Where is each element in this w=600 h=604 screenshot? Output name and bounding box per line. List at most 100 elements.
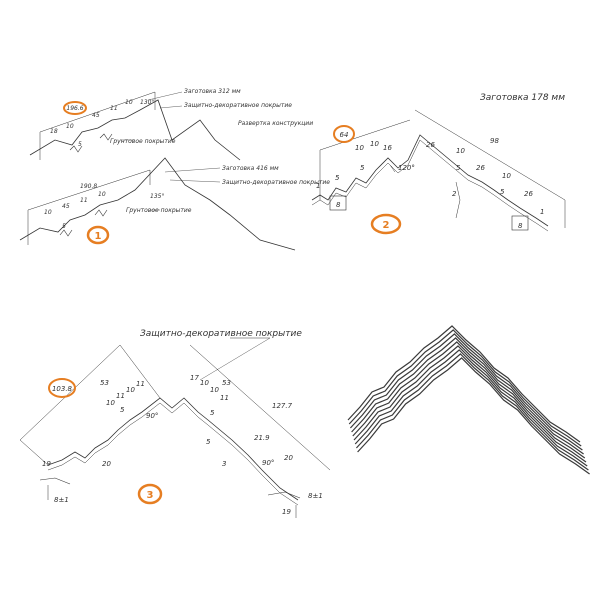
panel3-dim-17: 21.9 — [254, 434, 270, 442]
panel1-bottom-dim-1: 10 — [44, 209, 52, 216]
panel3-dim-1: 10 — [106, 399, 115, 407]
panel3-dim-8: 20 — [102, 460, 111, 468]
panel1-circled-dim-marker — [63, 101, 87, 115]
panel3-dim-3: 10 — [126, 386, 135, 394]
panel3-dim-10: 17 — [190, 374, 199, 382]
panel3-dim-5: 5 — [120, 406, 125, 414]
panel3-circled-dim-marker — [48, 378, 76, 398]
panel3-dim-21: 19 — [282, 508, 291, 516]
panel1-bottom-dim-line — [27, 169, 151, 211]
panel-4-stacked-profiles — [347, 325, 590, 475]
panel3-dim-11: 10 — [200, 379, 209, 387]
panel3-dim-16: 127.7 — [272, 402, 293, 410]
panel2-dim-3: 16 — [383, 144, 392, 152]
panel3-dim-22: 5 — [206, 438, 211, 446]
panel1-top-blank-label: Заготовка 312 мм — [184, 88, 241, 95]
panel3-dim-line-left — [19, 344, 121, 441]
panel3-dim-20: 8±1 — [308, 492, 323, 500]
panel3-dim-2: 11 — [116, 392, 125, 400]
panel3-dim-line-right — [189, 344, 331, 471]
panel1-top-dim-1: 10 — [66, 123, 74, 130]
panel2-dim-16: 8 — [518, 222, 523, 230]
panel2-dim-7: 120° — [398, 164, 415, 172]
panel2-badge — [370, 213, 402, 235]
panel1-badge — [86, 225, 110, 245]
panel1-bottom-dim-0: 190.8 — [80, 183, 97, 190]
panel1-bottom-dim-6: 135° — [150, 193, 164, 200]
panel1-top-edge-label: Грунтовое покрытие — [110, 138, 176, 145]
panel3-dim-18: 90° — [262, 459, 274, 467]
panel3-dim-0: 53 — [100, 379, 109, 387]
panel-2 — [311, 109, 566, 232]
panel2-badge-number: 2 — [383, 220, 390, 231]
panel3-dim-9: 8±1 — [54, 496, 69, 504]
stacked-profile-sheet — [352, 341, 586, 459]
panel1-bottom-dim-4: 10 — [98, 191, 106, 198]
panel1-top-dim-line — [39, 91, 156, 133]
panel2-dim-1: 10 — [355, 144, 364, 152]
panel3-dim-15: 53 — [222, 379, 231, 387]
panel3-dim-13: 11 — [220, 394, 229, 402]
stacked-profile-sheet — [354, 349, 588, 467]
panel1-bottom-blank-label: Заготовка 416 мм — [222, 165, 279, 172]
panel1-top-dim-6: 130° — [140, 99, 154, 106]
panel1-top-dim-0: 18 — [50, 128, 58, 135]
panel1-circled-dim: 196.6 — [66, 105, 83, 112]
panel1-top-dim-3: 11 — [110, 105, 118, 112]
stacked-profile-sheet — [347, 325, 581, 443]
panel2-dim-17: 1 — [316, 182, 320, 190]
panel2-dim-11: 10 — [502, 172, 511, 180]
panel3-dim-6: 90° — [146, 412, 158, 420]
panel2-profile — [311, 134, 549, 227]
panel-1 — [19, 91, 296, 251]
panel1-top-coating-label: Защитно-декоративное покрытие — [184, 102, 292, 109]
panel3-dim-23: 3 — [222, 460, 226, 468]
panel1-top-dim-5: 5 — [78, 141, 82, 148]
panel2-circled-dim: 64 — [340, 131, 349, 139]
panel3-title: Защитно-декоративное покрытие — [140, 329, 302, 339]
panel3-badge — [137, 483, 163, 505]
panel2-dim-5: 5 — [360, 164, 365, 172]
panel3-profile — [47, 397, 299, 501]
panel1-top-profile — [29, 99, 241, 161]
panel2-title: Заготовка 178 мм — [480, 93, 565, 103]
panel2-dim-12: 26 — [524, 190, 533, 198]
panel1-bottom-dim-5: 5 — [62, 223, 66, 230]
stacked-profile-sheet — [357, 357, 590, 475]
panel3-dim-12: 10 — [210, 386, 219, 394]
panel2-dim-13: 5 — [500, 188, 505, 196]
panel1-bottom-dim-3: 11 — [80, 197, 88, 204]
panel1-top-dim-4: 10 — [125, 99, 133, 106]
panel1-badge-number: 1 — [95, 231, 102, 242]
panel2-dim-14: 2 — [452, 190, 457, 198]
panel2-dim-line-left — [319, 119, 411, 151]
stacked-profile-sheet — [348, 329, 582, 447]
panel1-bottom-coating-label: Защитно-декоративное покрытие — [222, 179, 330, 186]
panel1-bottom-profile — [19, 157, 296, 251]
panel3-badge-number: 3 — [147, 490, 154, 501]
panel2-dim-0: 98 — [490, 137, 499, 145]
stacked-profile-sheet — [349, 333, 583, 451]
panel3-dim-4: 11 — [136, 380, 145, 388]
panel2-dim-6: 26 — [426, 141, 435, 149]
panel2-dim-15: 8 — [336, 201, 341, 209]
panel2-dim-8: 10 — [456, 147, 465, 155]
panel2-dim-2: 10 — [370, 140, 379, 148]
panel2-dim-line-right — [414, 109, 566, 201]
panel2-circled-dim-marker — [333, 125, 355, 143]
stacked-profile-sheet — [355, 353, 589, 471]
panel3-circled-dim: 103.8 — [52, 385, 73, 393]
stacked-profile-sheet — [353, 345, 587, 463]
panel1-top-dim-2: 45 — [92, 112, 100, 119]
panel3-dim-19: 20 — [284, 454, 293, 462]
panel2-dim-4: 5 — [335, 174, 340, 182]
panel2-dim-10: 26 — [476, 164, 485, 172]
panel3-dim-7: 19 — [42, 460, 51, 468]
panel1-bottom-edge-label: Грунтовое покрытие — [126, 207, 192, 214]
panel1-bottom-dim-2: 45 — [62, 203, 70, 210]
panel-3 — [19, 337, 331, 518]
panel3-dim-14: 5 — [210, 409, 215, 417]
panel1-unfold-label: Развертка конструкции — [238, 120, 313, 127]
